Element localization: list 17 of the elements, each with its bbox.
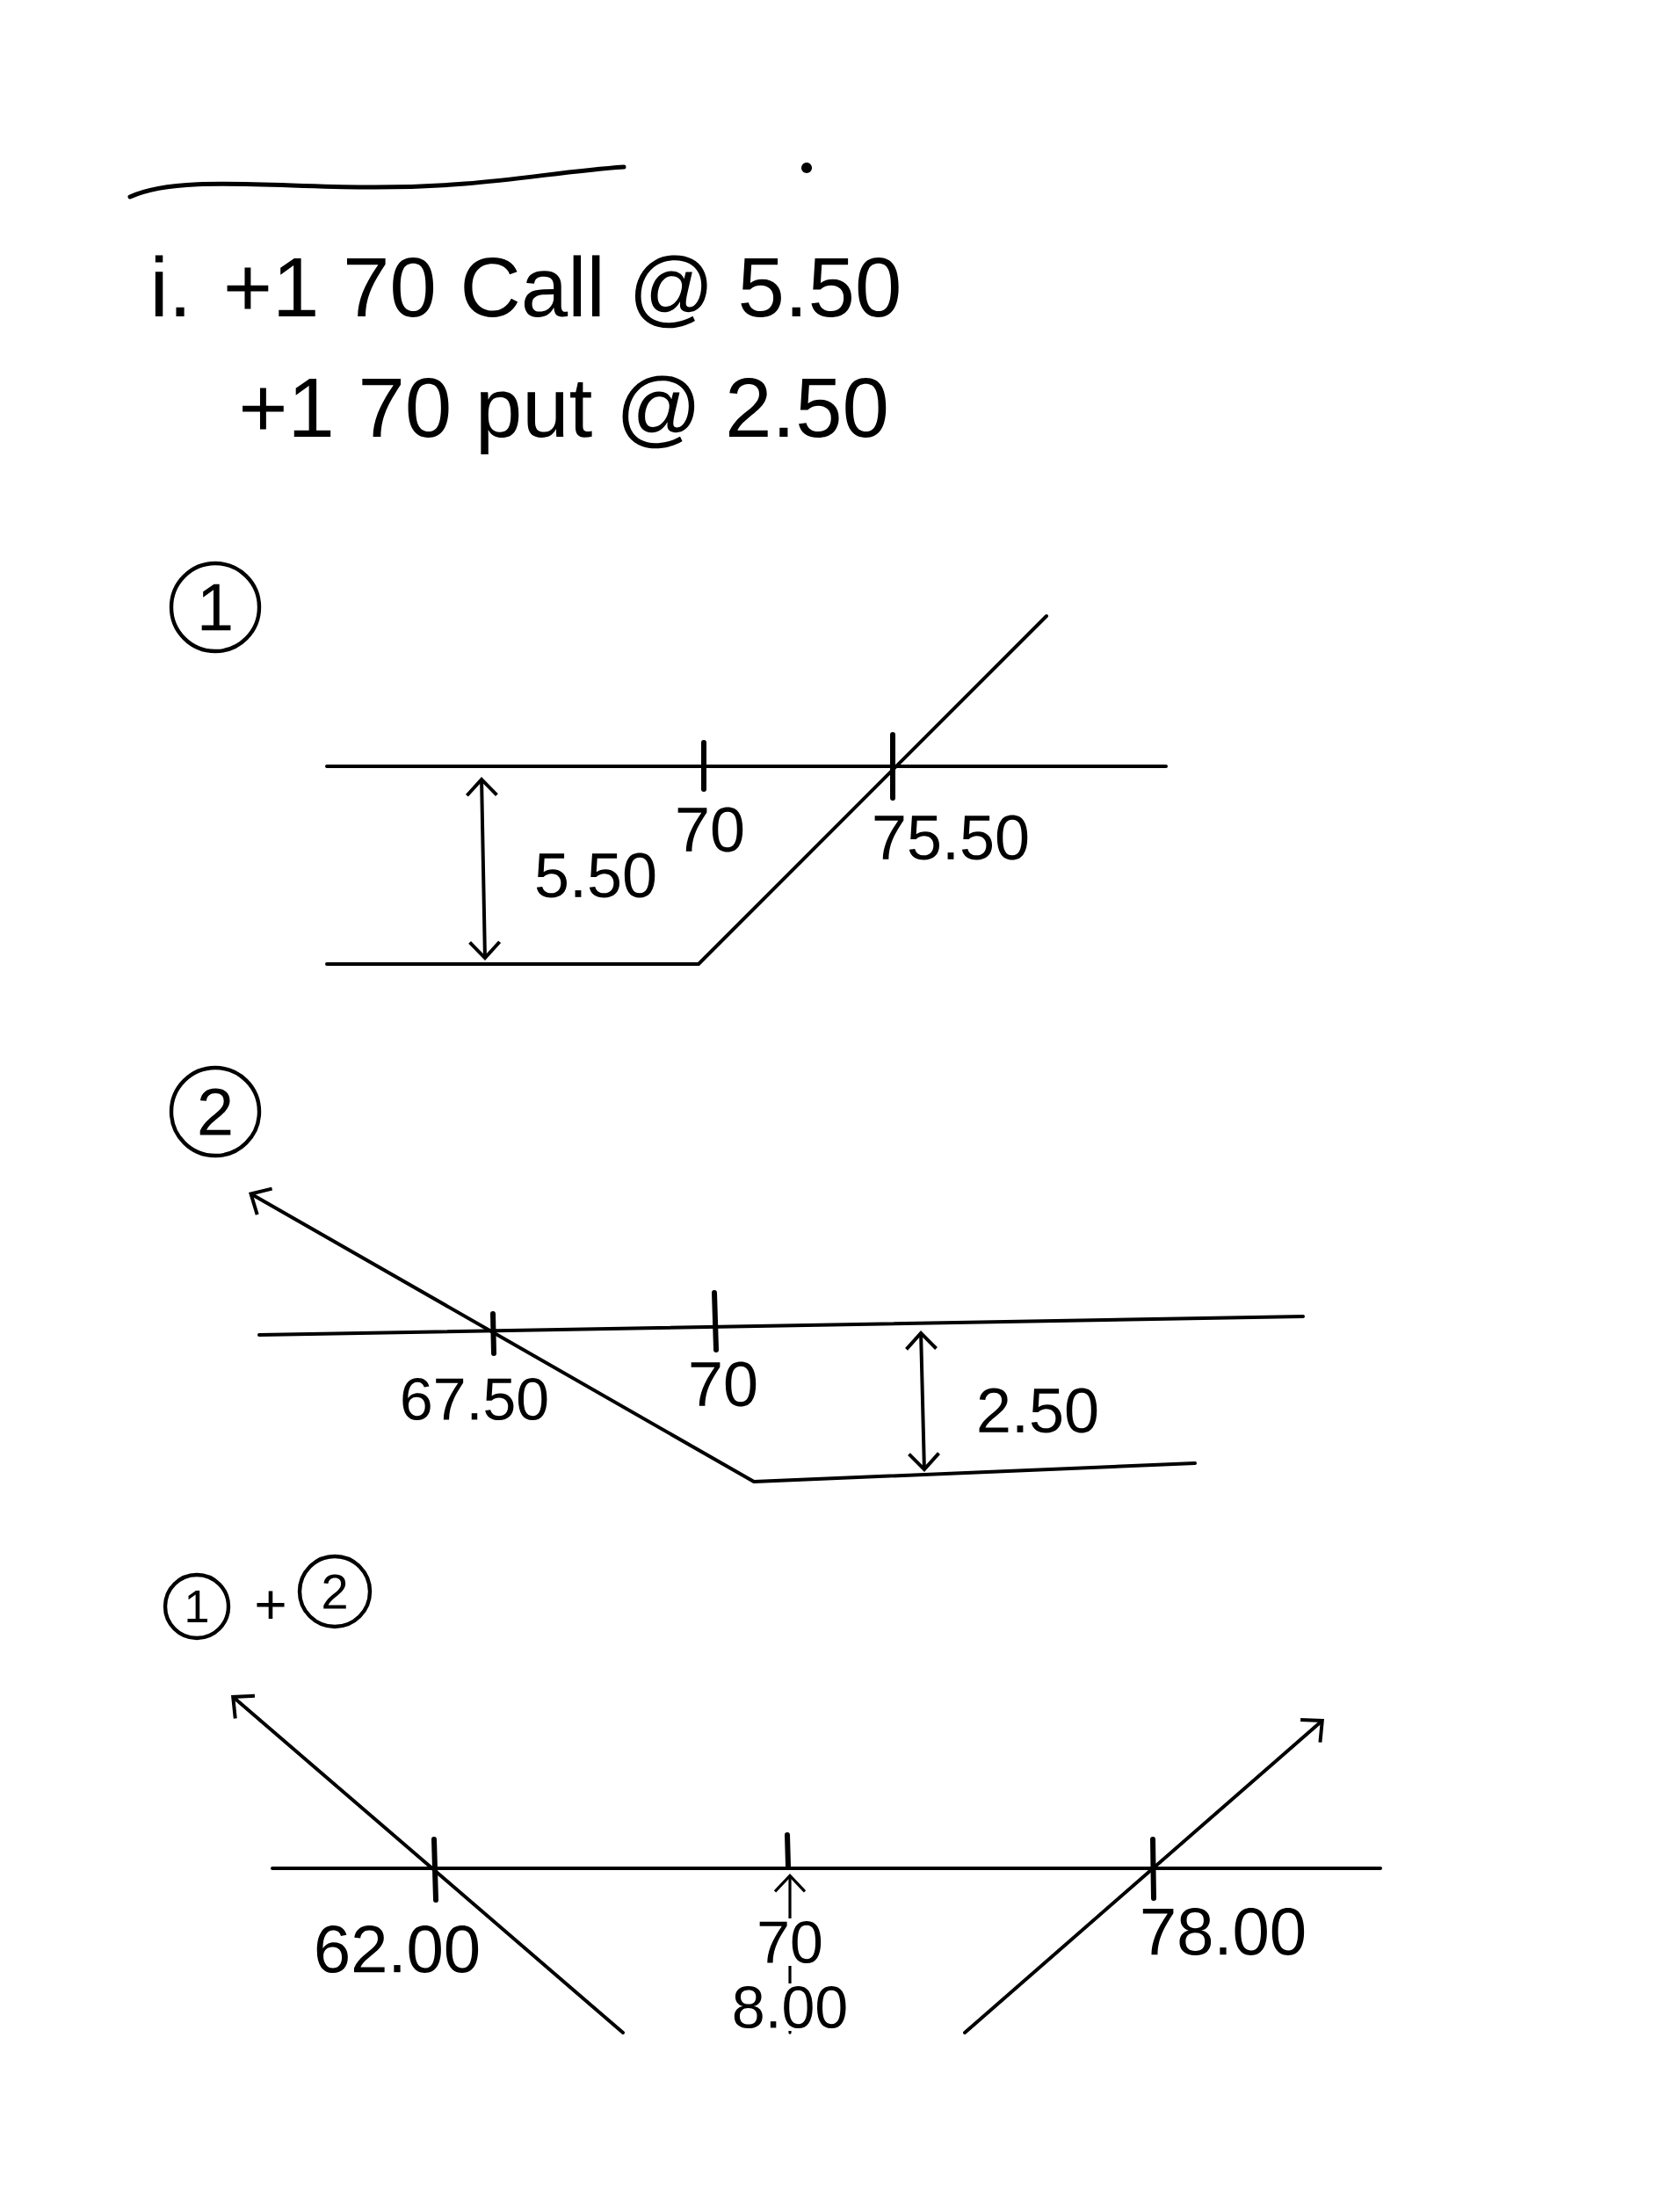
position-text: i. +1 70 Call @ 5.50	[155, 255, 899, 329]
circled-number: 1	[163, 1572, 231, 1641]
premium-label: 2.50	[979, 1388, 1097, 1433]
circled-number: 2	[297, 1554, 373, 1629]
tick-label: 78.00	[1142, 1908, 1305, 1955]
tick-label: 67.50	[402, 1377, 547, 1421]
premium-label: 5.50	[536, 852, 655, 898]
circled-number: 1	[169, 561, 262, 654]
tick-label: 70	[677, 807, 743, 852]
tick-label: 62.00	[316, 1925, 479, 1973]
circled-number: 2	[169, 1065, 262, 1158]
tick-label: 70	[754, 1918, 826, 1967]
value-label: 8.00	[728, 1983, 851, 2032]
plus-sign: +	[257, 1591, 285, 1619]
tick-label: 75.50	[874, 815, 1028, 860]
tick-label: 70	[691, 1361, 757, 1407]
position-text: +1 70 put @ 2.50	[243, 375, 887, 454]
